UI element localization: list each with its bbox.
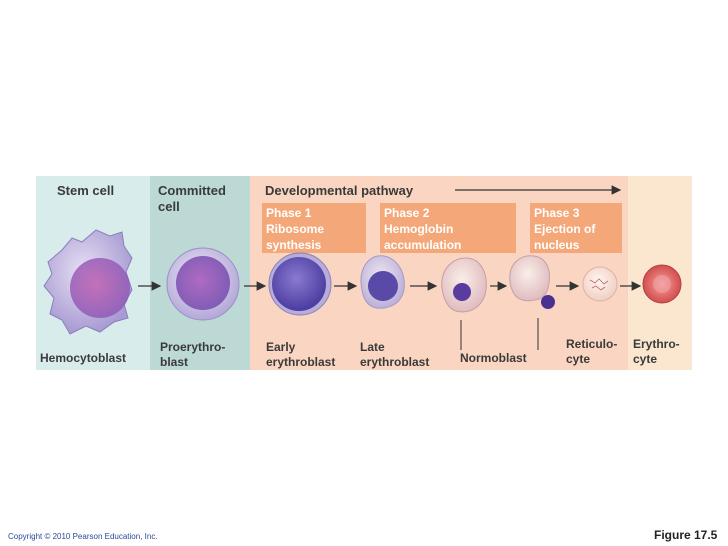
committed-cell-header-line2: cell — [158, 199, 180, 214]
figure-number: Figure 17.5 — [654, 528, 718, 542]
proerythroblast-cell — [166, 247, 240, 321]
hemocytoblast-label: Hemocytoblast — [40, 351, 127, 365]
phase-1-text-line1: Ribosome — [266, 222, 325, 236]
phase-1-text-line2: synthesis — [266, 238, 322, 252]
copyright-notice: Copyright © 2010 Pearson Education, Inc. — [8, 532, 158, 541]
normoblast-cell — [441, 257, 487, 313]
reticulocyte-label-line2: cyte — [566, 352, 591, 366]
proerythroblast-label-line2: blast — [160, 355, 189, 369]
phase-2-box: Phase 2 Hemoglobin accumulation — [380, 203, 516, 253]
phase-1-box: Phase 1 Ribosome synthesis — [262, 203, 366, 253]
early-erythroblast-cell — [268, 252, 332, 316]
early-erythroblast-label-line2: erythroblast — [266, 355, 336, 369]
phase-3-title: Phase 3 — [534, 206, 580, 220]
late-erythroblast-cell — [360, 255, 405, 309]
phase-2-text-line2: accumulation — [384, 238, 462, 252]
normoblast-label: Normoblast — [460, 351, 527, 365]
reticulocyte-cell — [582, 266, 618, 302]
erythrocyte-cell — [642, 264, 682, 304]
phase-2-title: Phase 2 — [384, 206, 430, 220]
phase-3-text-line1: Ejection of — [534, 222, 596, 236]
phase-1-title: Phase 1 — [266, 206, 312, 220]
late-erythroblast-label-line1: Late — [360, 340, 385, 354]
erythrocyte-label-line1: Erythro- — [633, 337, 680, 351]
early-erythroblast-label-line1: Early — [266, 340, 296, 354]
ejecting-nucleus-cell — [509, 255, 555, 309]
committed-cell-header-line1: Committed — [158, 183, 226, 198]
stem-cell-header: Stem cell — [57, 183, 115, 198]
phase-3-box: Phase 3 Ejection of nucleus — [530, 203, 622, 253]
proerythroblast-label-line1: Proerythro- — [160, 340, 226, 354]
late-erythroblast-label-line2: erythroblast — [360, 355, 430, 369]
hemocytoblast-cell — [43, 229, 133, 335]
erythrocyte-label-line2: cyte — [633, 352, 658, 366]
phase-2-text-line1: Hemoglobin — [384, 222, 454, 236]
phase-3-text-line2: nucleus — [534, 238, 580, 252]
reticulocyte-label-line1: Reticulo- — [566, 337, 618, 351]
developmental-pathway-header: Developmental pathway — [265, 183, 414, 198]
